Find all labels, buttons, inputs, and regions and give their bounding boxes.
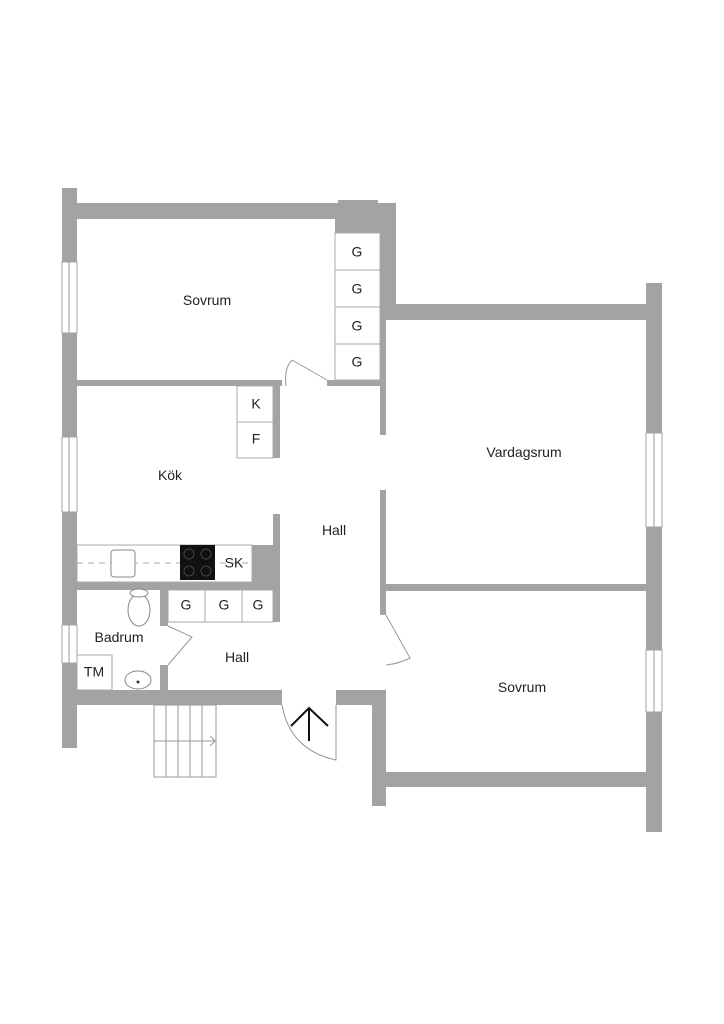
washbasin-icon	[124, 670, 152, 690]
washing-machine-label: TM	[84, 664, 104, 680]
entrance-arrow-icon	[290, 706, 329, 741]
room-label-badrum: Badrum	[94, 629, 143, 645]
room-label-sovrum: Sovrum	[498, 679, 546, 695]
stairs	[153, 704, 217, 778]
wardrobe-label: G	[352, 244, 363, 260]
room-label-hall: Hall	[322, 522, 346, 538]
doors	[167, 359, 411, 761]
wardrobe-label: G	[181, 597, 192, 613]
windows	[61, 261, 663, 713]
kitchen-counter: SK	[76, 544, 253, 583]
stove-icon	[180, 545, 215, 580]
wardrobes-hall: G G G	[167, 589, 274, 623]
bathroom-fixtures: TM	[76, 588, 152, 691]
wardrobe-label: G	[253, 597, 264, 613]
freezer-label: F	[252, 431, 261, 447]
room-label-vardagsrum: Vardagsrum	[486, 444, 561, 460]
fridge-label: K	[251, 396, 261, 412]
wardrobe-label: G	[219, 597, 230, 613]
wardrobe-label: G	[352, 281, 363, 297]
room-label-kok: Kök	[158, 467, 183, 483]
wardrobe-label: G	[352, 318, 363, 334]
wardrobes-top: G G G G	[334, 232, 381, 381]
wardrobe-label: G	[352, 354, 363, 370]
room-label-hall: Hall	[225, 649, 249, 665]
toilet-icon	[127, 593, 151, 627]
broom-closet-label: SK	[225, 555, 244, 571]
fridge-freezer: K F	[236, 385, 274, 459]
sink-icon	[110, 549, 136, 578]
room-label-sovrum: Sovrum	[183, 292, 231, 308]
